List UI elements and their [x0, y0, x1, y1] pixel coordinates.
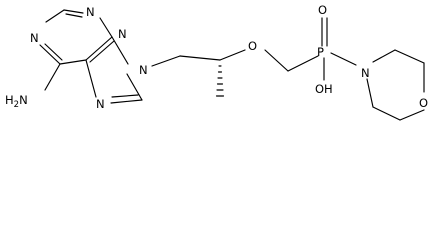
bond-morph-c4-n: [366, 78, 374, 108]
bond-n9-c8: [126, 73, 143, 101]
atom-hydroxyl: OH: [315, 82, 333, 96]
bond-n1-c6: [39, 44, 61, 65]
bond-n9-ch2: [151, 55, 181, 67]
bond-c2-n3-double: [65, 13, 83, 18]
bond-c2-n1: [45, 9, 65, 23]
bond-c4-n3: [99, 17, 113, 38]
bond-o-ch2: [264, 49, 289, 72]
atom-n9: N: [139, 63, 148, 77]
atom-morpholine-n: N: [361, 66, 370, 80]
bond-c8-n7-double: [111, 94, 139, 98]
bond-n1-c6-double: [44, 43, 63, 61]
bond-c6-c5: [59, 59, 87, 65]
bond-morph-n-c1: [372, 49, 396, 63]
bond-p-n: [330, 52, 357, 66]
bond-c2-n3: [63, 9, 84, 14]
structure-canvas: N N N N N H2N O P O OH N O: [5, 3, 428, 121]
bond-c4-n9: [111, 36, 129, 65]
bond-morph-o-c3: [399, 109, 425, 121]
atom-n-pyr-top: N: [86, 5, 95, 19]
bond-c5-c4-double: [89, 40, 115, 63]
atom-n-pyr-left: N: [30, 31, 39, 45]
bond-c8-n7: [110, 99, 143, 104]
atom-labels: N N N N N H2N O P O OH N O: [5, 3, 428, 111]
bond-c6-nh2: [44, 63, 61, 91]
atom-morpholine-o: O: [419, 96, 428, 110]
atom-phosphorus: P: [317, 45, 324, 59]
bond-c5-c4: [85, 36, 113, 61]
atom-n-imidazole-right: N: [118, 27, 127, 41]
bond-morph-c1-c2: [394, 49, 425, 64]
bond-ch2-ch: [179, 55, 221, 61]
atom-amine: H2N: [5, 93, 28, 110]
atom-ether-o: O: [248, 39, 257, 53]
bond-ch-o: [219, 49, 246, 61]
methyl-hashed-wedge: [215, 65, 225, 97]
bond-ch2-p: [287, 55, 319, 72]
atom-phosphoryl-o: O: [318, 3, 327, 17]
bond-n7-c5: [85, 59, 97, 98]
molecule-diagram: N N N N N H2N O P O OH N O: [5, 3, 428, 121]
bond-morph-c3-c4: [372, 106, 401, 121]
bonds: [39, 9, 425, 121]
atom-n-imidazole-bottom: N: [96, 97, 105, 111]
